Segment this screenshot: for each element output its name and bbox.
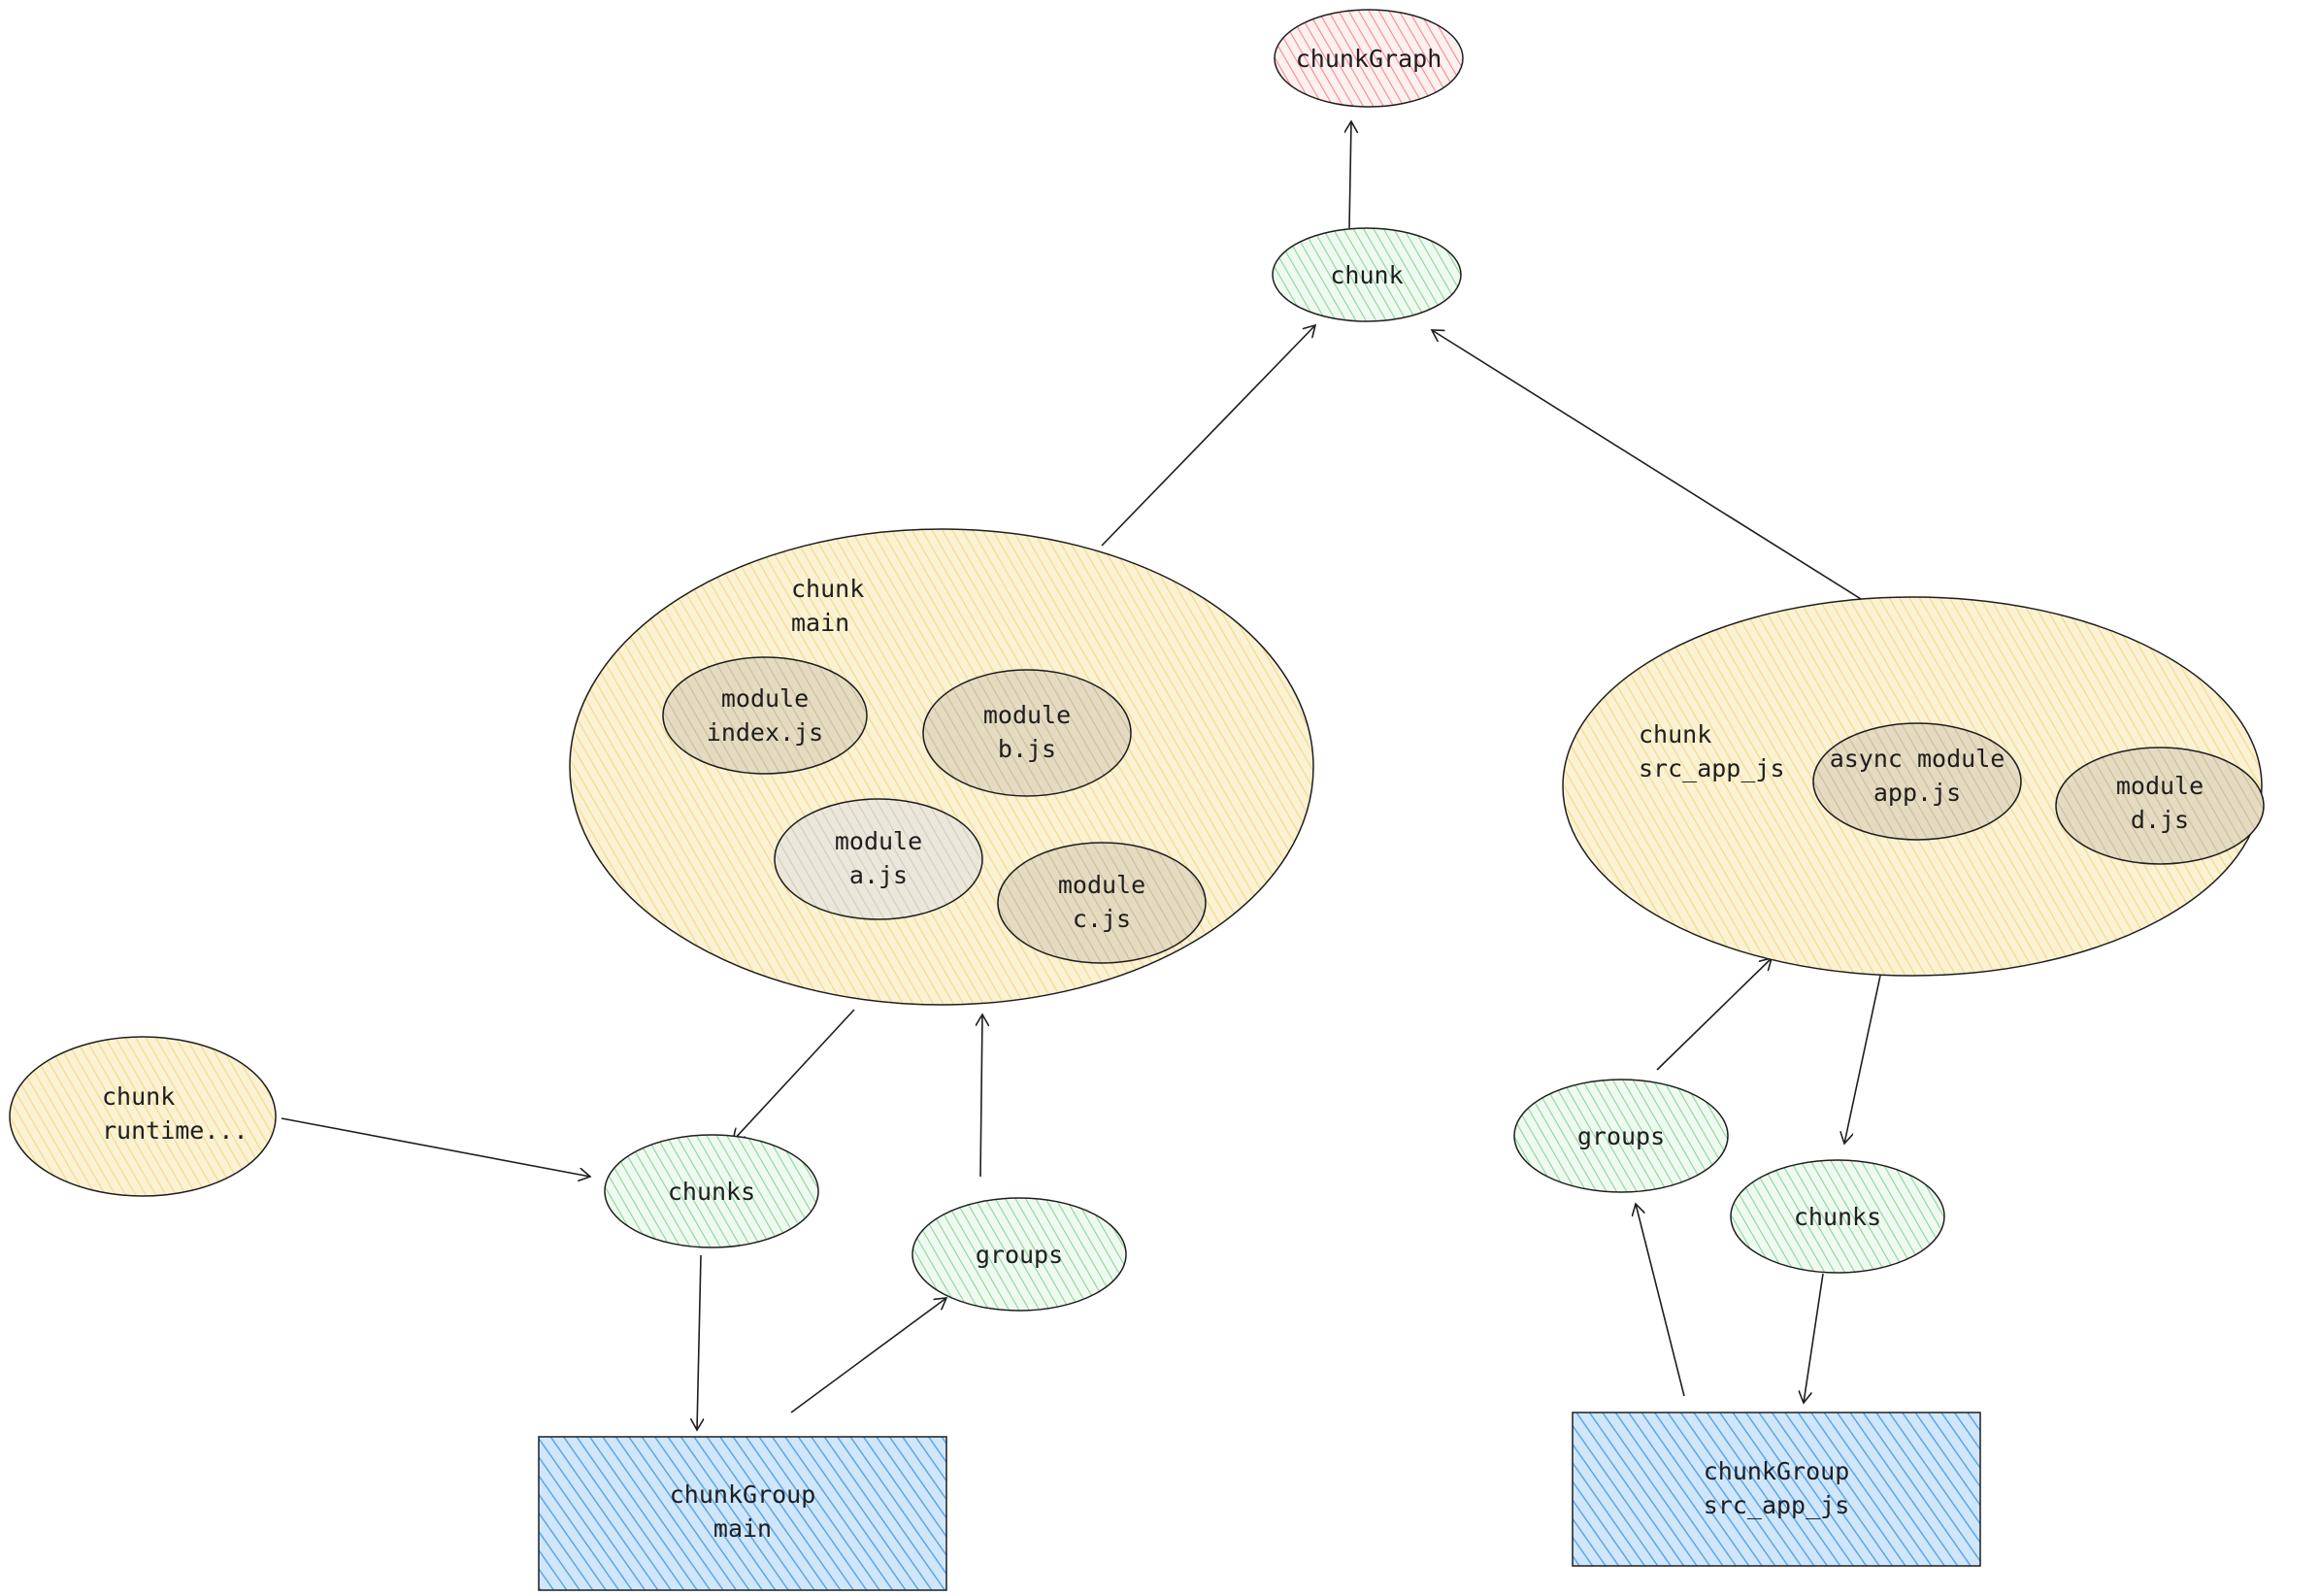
edge-chunkgroup-src-app-to-groups-right	[1636, 1204, 1685, 1397]
node-module-c-label-2: c.js	[1073, 905, 1131, 933]
node-chunks-right-shape	[1730, 1159, 1945, 1274]
node-chunks-left: chunks	[604, 1134, 819, 1248]
node-async-module-app-label-2: app.js	[1873, 779, 1961, 807]
node-chunk-runtime-label-2: runtime...	[102, 1116, 249, 1145]
edge-chunkgroup-main-to-groups-left	[790, 1298, 946, 1413]
node-chunkgraph-label: chunkGraph	[1296, 45, 1442, 73]
edge-chunk-main-to-chunk	[1101, 325, 1315, 547]
node-module-c-shape	[997, 842, 1207, 964]
node-module-c-label-1: module	[1058, 871, 1145, 899]
node-chunkgroup-src-app: chunkGroup src_app_js	[1572, 1412, 1981, 1567]
node-module-index-label-1: module	[721, 684, 809, 713]
edge-groups-right-to-chunk-src-app	[1656, 958, 1772, 1071]
node-groups-right-label: groups	[1577, 1122, 1665, 1150]
node-module-d-label-1: module	[2116, 772, 2204, 800]
node-groups-right: groups	[1513, 1079, 1729, 1193]
node-module-index: module index.js	[662, 656, 868, 775]
edges	[281, 121, 1881, 1430]
node-chunkgroup-main-label-1: chunkGroup	[670, 1480, 816, 1509]
node-chunk-top: chunk	[1272, 227, 1462, 322]
node-chunkgraph-shape	[1274, 9, 1464, 108]
node-module-index-shape	[662, 656, 868, 775]
node-module-index-label-2: index.js	[707, 718, 823, 747]
node-chunkgroup-src-app-label-2: src_app_js	[1704, 1491, 1850, 1519]
node-module-a-shape	[774, 798, 983, 920]
edge-runtime-to-chunks-left	[281, 1117, 590, 1177]
node-groups-left-shape	[911, 1197, 1127, 1312]
node-module-b-shape	[922, 669, 1132, 797]
edge-chunk-to-chunkgraph	[1349, 121, 1351, 229]
node-chunks-right: chunks	[1730, 1159, 1945, 1274]
node-module-b-label-2: b.js	[998, 735, 1056, 763]
node-chunks-right-label: chunks	[1794, 1203, 1881, 1231]
node-module-d-shape	[2055, 747, 2265, 865]
node-module-a-label-1: module	[835, 827, 922, 855]
node-async-module-app-label-1: async module	[1830, 745, 2005, 773]
edge-chunk-src-app-to-chunks-right	[1844, 975, 1881, 1144]
node-module-d: module d.js	[2055, 747, 2265, 865]
node-module-b-label-1: module	[983, 701, 1071, 729]
node-chunkgraph: chunkGraph	[1274, 9, 1464, 108]
node-chunks-left-label: chunks	[668, 1178, 755, 1206]
node-chunk-src-app-label-1: chunk	[1639, 720, 1711, 748]
node-chunk-runtime: chunk runtime...	[9, 1036, 277, 1197]
node-async-module-app: async module app.js	[1812, 722, 2022, 841]
edge-groups-left-to-chunk-main	[980, 1014, 982, 1178]
node-module-b: module b.js	[922, 669, 1132, 797]
node-chunkgroup-main-label-2: main	[713, 1514, 772, 1543]
node-chunk-runtime-shape	[9, 1036, 277, 1197]
node-chunk-src-app-label-2: src_app_js	[1639, 754, 1785, 782]
node-chunk-main-label-1: chunk	[791, 575, 864, 603]
node-chunkgroup-src-app-shape	[1572, 1412, 1981, 1567]
node-chunkgroup-main-shape	[538, 1436, 947, 1591]
node-chunk-runtime-label-1: chunk	[102, 1082, 175, 1111]
node-chunkgroup-src-app-label-1: chunkGroup	[1704, 1457, 1850, 1485]
node-async-module-app-shape	[1812, 722, 2022, 841]
edge-chunks-left-to-chunkgroup-main	[697, 1254, 701, 1430]
edge-chunk-src-app-to-chunk	[1432, 330, 1870, 605]
node-chunks-left-shape	[604, 1134, 819, 1248]
node-chunk-top-shape	[1272, 227, 1462, 322]
node-chunk-main-label-2: main	[791, 609, 849, 637]
node-module-d-label-2: d.js	[2131, 806, 2189, 834]
node-module-a: module a.js	[774, 798, 983, 920]
node-groups-left: groups	[911, 1197, 1127, 1312]
node-groups-right-shape	[1513, 1079, 1729, 1193]
node-groups-left-label: groups	[976, 1241, 1063, 1269]
node-chunk-top-label: chunk	[1330, 261, 1403, 289]
node-module-c: module c.js	[997, 842, 1207, 964]
edge-chunk-main-to-chunks-left	[733, 1009, 855, 1141]
node-module-a-label-2: a.js	[849, 861, 908, 889]
edge-chunks-right-to-chunkgroup-src-app	[1804, 1273, 1824, 1403]
node-chunkgroup-main: chunkGroup main	[538, 1436, 947, 1591]
